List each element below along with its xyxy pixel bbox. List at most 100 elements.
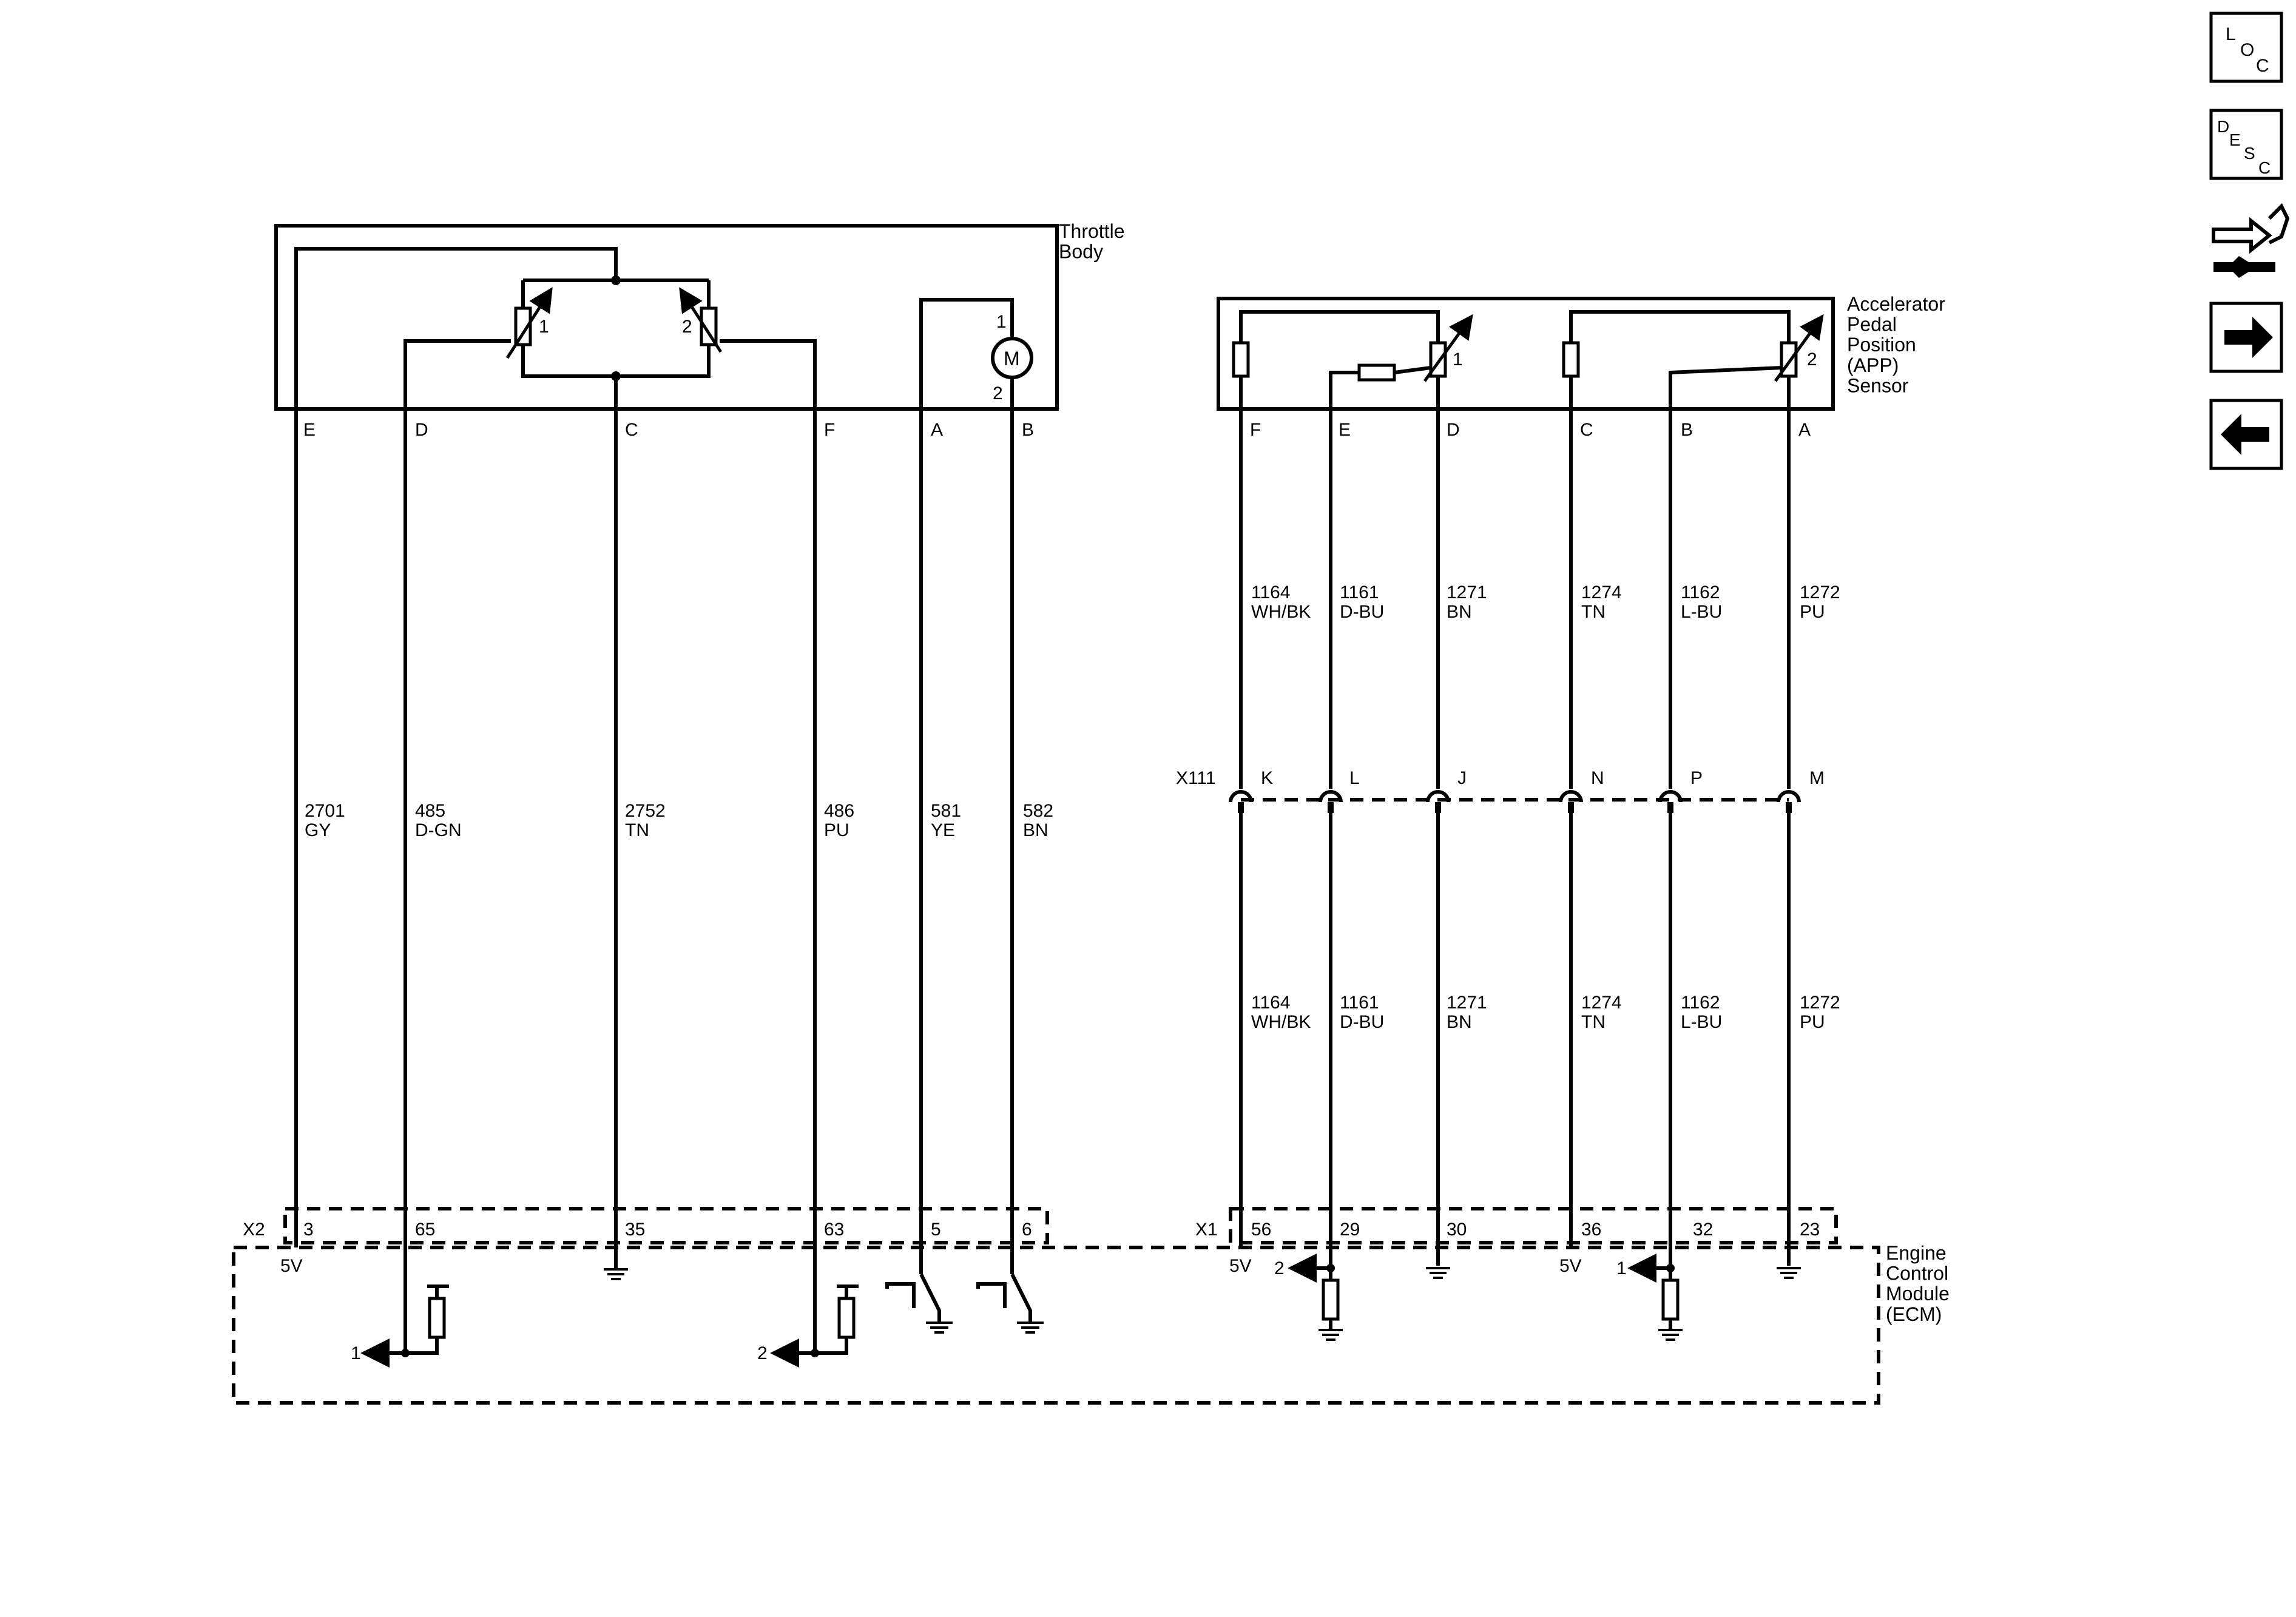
ecm-ref-label: 2 xyxy=(757,1343,768,1363)
app-wire-harness xyxy=(1239,409,1791,1268)
nav-button-desc[interactable]: D E S C xyxy=(2209,109,2283,180)
ecm-ref-label: 1 xyxy=(351,1343,361,1363)
ecm-ref-label: 1 xyxy=(1616,1258,1627,1278)
motor-driver-switch-icon xyxy=(885,1273,953,1334)
ecm-x2-pin: 6 xyxy=(1022,1220,1032,1240)
wire-label-color: WH/BK xyxy=(1251,602,1311,622)
app-sensor-outline xyxy=(1217,297,1835,411)
ecm-x2-connector-name: X2 xyxy=(243,1220,265,1240)
desc-letter: E xyxy=(2229,130,2241,149)
ground-icon xyxy=(1426,1267,1450,1279)
tb-pin-b: B xyxy=(1022,420,1034,440)
wire-label-circuit: 1274 xyxy=(1581,582,1622,603)
wire-label-color: BN xyxy=(1447,1012,1472,1032)
app-pin-f: F xyxy=(1250,420,1261,440)
app-pin-b: B xyxy=(1681,420,1693,440)
x111-pin-p: P xyxy=(1690,768,1703,788)
wire-label-circuit: 1164 xyxy=(1251,993,1291,1013)
motor-pin-1-label: 1 xyxy=(996,312,1007,332)
arrow-left-icon xyxy=(2221,414,2269,455)
desc-letter: D xyxy=(2217,117,2229,136)
app-sensor-1-label: 1 xyxy=(1453,349,1463,370)
nav-button-loc[interactable]: L O C xyxy=(2209,12,2283,83)
ecm-x1-pin: 36 xyxy=(1581,1220,1601,1240)
nav-button-prev[interactable] xyxy=(2209,399,2283,470)
nav-button-next[interactable] xyxy=(2209,302,2283,373)
wire-label-color: PU xyxy=(1800,602,1825,622)
app1-reference-resistor-icon xyxy=(1232,341,1250,378)
x111-terminal-m xyxy=(1777,790,1801,813)
ecm-x1-pin: 29 xyxy=(1340,1220,1360,1240)
motor-pin-2-label: 2 xyxy=(993,383,1003,403)
wire-label-color: D-GN xyxy=(415,820,462,840)
wire-label-circuit: 2752 xyxy=(625,801,666,821)
throttle-wire-labels: 2701 GY 485 D-GN 2752 TN 486 PU 581 YE 5… xyxy=(305,801,1053,840)
app1-pullup-resistor-icon xyxy=(1357,363,1396,382)
wire-label-circuit: 1272 xyxy=(1800,582,1840,603)
wire-label-color: BN xyxy=(1447,602,1472,622)
tps-sensor-2-icon xyxy=(679,287,723,353)
ecm-x2-pin: 3 xyxy=(303,1220,314,1240)
ecm-x2-pin: 63 xyxy=(824,1220,844,1240)
wire-label-color: PU xyxy=(1800,1012,1825,1032)
wire-label-color: WH/BK xyxy=(1251,1012,1311,1032)
wire-label-color: TN xyxy=(625,820,649,840)
x111-terminal-p xyxy=(1658,790,1683,813)
loc-letter: O xyxy=(2240,40,2254,60)
x111-pin-m: M xyxy=(1809,768,1825,788)
ecm-ref-label: 2 xyxy=(1274,1258,1285,1278)
wire-label-color: PU xyxy=(824,820,849,840)
tb-pin-a: A xyxy=(931,420,943,440)
x111-pin-l: L xyxy=(1349,768,1360,788)
tb-pin-f: F xyxy=(824,420,835,440)
ecm-x1-pin: 56 xyxy=(1251,1220,1271,1240)
x111-pin-n: N xyxy=(1591,768,1604,788)
desc-letter: C xyxy=(2258,158,2271,177)
throttle-motor-label: M xyxy=(1004,348,1020,370)
app-sensor-2-label: 2 xyxy=(1807,349,1817,370)
ecm-pullup-resistor-icon xyxy=(428,1297,446,1339)
x111-terminal-l xyxy=(1319,790,1343,813)
ecm-5v-label: 5V xyxy=(280,1256,303,1276)
wire-label-color: L-BU xyxy=(1681,1012,1722,1032)
tb-pin-c: C xyxy=(625,420,638,440)
wire-label-circuit: 1161 xyxy=(1340,993,1379,1013)
ecm-x1-connector-name: X1 xyxy=(1195,1220,1218,1240)
wire-label-circuit: 1162 xyxy=(1681,993,1720,1013)
wire-label-color: TN xyxy=(1581,602,1606,622)
desc-letter: S xyxy=(2244,144,2255,163)
tb-pin-e: E xyxy=(303,420,316,440)
app-sensor-1-icon xyxy=(1429,341,1447,378)
wire-label-color: GY xyxy=(305,820,331,840)
wire-label-circuit: 1162 xyxy=(1681,582,1720,603)
wire-label-circuit: 1274 xyxy=(1581,993,1622,1013)
x111-terminal-n xyxy=(1559,790,1583,813)
x111-pin-j: J xyxy=(1457,768,1467,788)
wire-label-circuit: 2701 xyxy=(305,801,345,821)
x111-pin-k: K xyxy=(1261,768,1273,788)
ecm-5v-label: 5V xyxy=(1559,1256,1582,1276)
wire-label-color: BN xyxy=(1023,820,1048,840)
wire-label-circuit: 581 xyxy=(931,801,961,821)
ecm-x2-pin: 65 xyxy=(415,1220,435,1240)
connector-wrench-icon[interactable] xyxy=(2212,203,2290,278)
ecm-outline xyxy=(232,1246,1880,1405)
loc-letter: C xyxy=(2256,56,2269,76)
wire-label-color: TN xyxy=(1581,1012,1606,1032)
wire-label-circuit: 582 xyxy=(1023,801,1053,821)
x111-connector-name: X111 xyxy=(1176,768,1216,788)
wire-label-color: L-BU xyxy=(1681,602,1722,622)
wire-label-circuit: 486 xyxy=(824,801,854,821)
loc-letter: L xyxy=(2226,24,2236,44)
ecm-x2-pin: 35 xyxy=(625,1220,645,1240)
ecm-x2-connector-outline xyxy=(283,1207,1049,1244)
app-wire-labels-lower: 1164 WH/BK 1161 D-BU 1271 BN 1274 TN 116… xyxy=(1251,993,1840,1032)
ecm-x1-pin: 23 xyxy=(1800,1220,1820,1240)
arrow-right-icon xyxy=(2224,317,2273,358)
